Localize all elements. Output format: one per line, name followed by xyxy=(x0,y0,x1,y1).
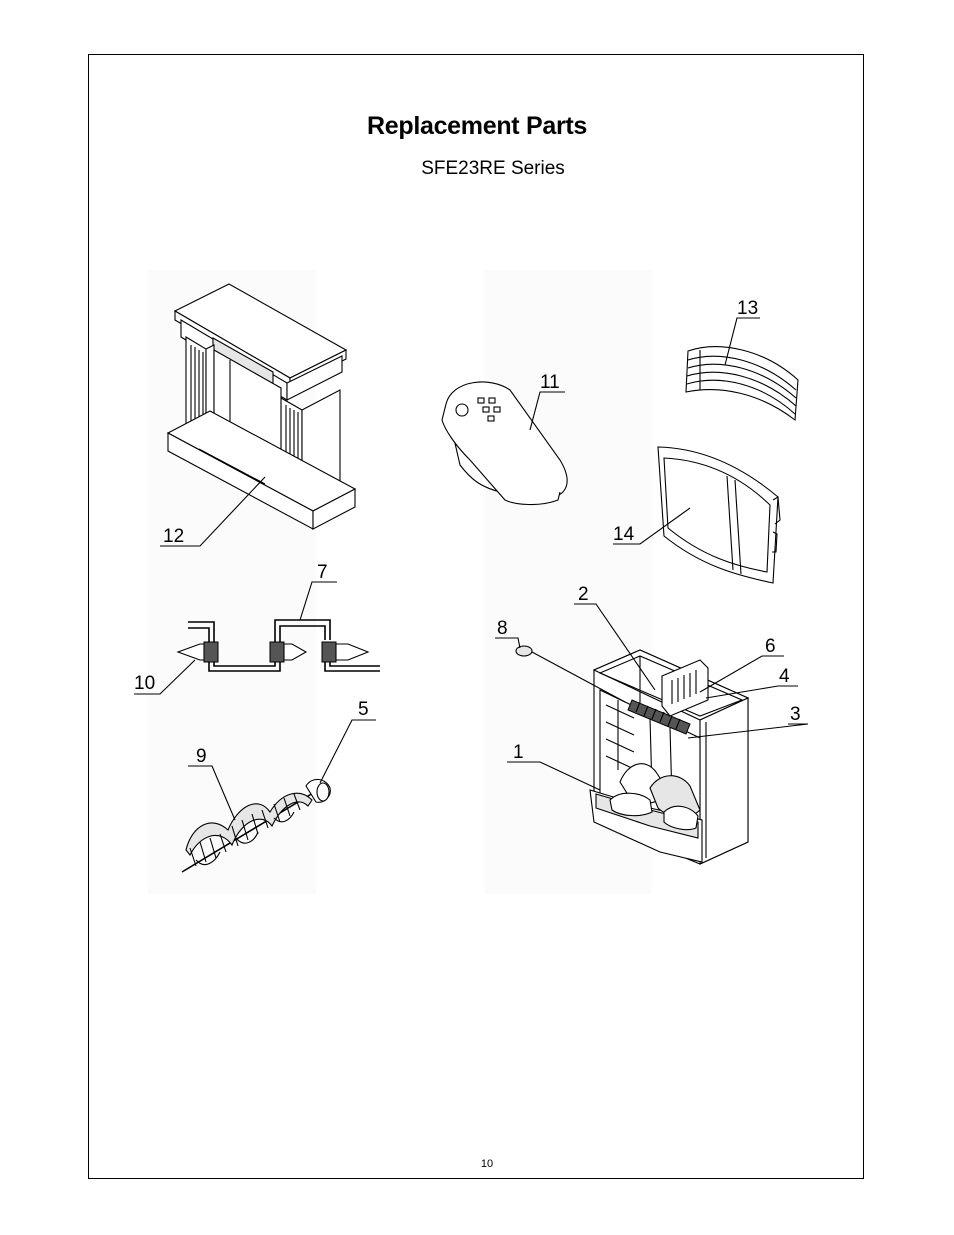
callout-leader-12 xyxy=(160,476,266,547)
callout-leader-5 xyxy=(319,719,376,784)
flame-rod-drawing xyxy=(181,778,331,873)
callout-leader-13 xyxy=(724,317,760,366)
callout-1: 1 xyxy=(513,742,524,763)
callout-5: 5 xyxy=(358,699,369,720)
callout-4: 4 xyxy=(779,666,790,687)
callout-leader-3 xyxy=(687,723,809,739)
callout-2: 2 xyxy=(578,584,589,605)
callout-3: 3 xyxy=(790,704,801,725)
light-harness-drawing xyxy=(176,619,380,672)
callout-leader-8 xyxy=(531,651,626,703)
callout-14: 14 xyxy=(613,524,635,545)
callout-leader-8b xyxy=(495,637,521,649)
callout-11: 11 xyxy=(540,372,560,393)
callout-leader-6 xyxy=(699,655,784,693)
grille-drawing xyxy=(685,346,799,422)
glass-panel-drawing xyxy=(657,446,781,584)
callout-8: 8 xyxy=(497,618,508,639)
page-number: 10 xyxy=(480,1158,494,1170)
firebox-drawing xyxy=(515,645,750,865)
callout-leader-1 xyxy=(507,761,601,791)
page-title: Replacement Parts xyxy=(367,112,587,140)
callout-leader-2 xyxy=(574,603,656,691)
mantel-drawing xyxy=(166,283,357,530)
callout-leader-4 xyxy=(705,685,798,699)
callout-leader-14 xyxy=(613,507,691,545)
callout-12: 12 xyxy=(163,526,184,547)
remote-control-drawing xyxy=(441,381,568,506)
callout-7: 7 xyxy=(317,562,328,583)
callout-leader-9 xyxy=(188,765,236,821)
callout-9: 9 xyxy=(196,746,207,767)
callout-leader-11 xyxy=(529,391,565,431)
callout-6: 6 xyxy=(765,636,776,657)
callout-13: 13 xyxy=(737,298,758,319)
page-subtitle: SFE23RE Series xyxy=(421,158,565,179)
page-border xyxy=(88,54,864,1179)
callout-leader-10 xyxy=(134,659,196,695)
callout-10: 10 xyxy=(134,673,155,694)
callout-leader-7 xyxy=(299,581,337,621)
